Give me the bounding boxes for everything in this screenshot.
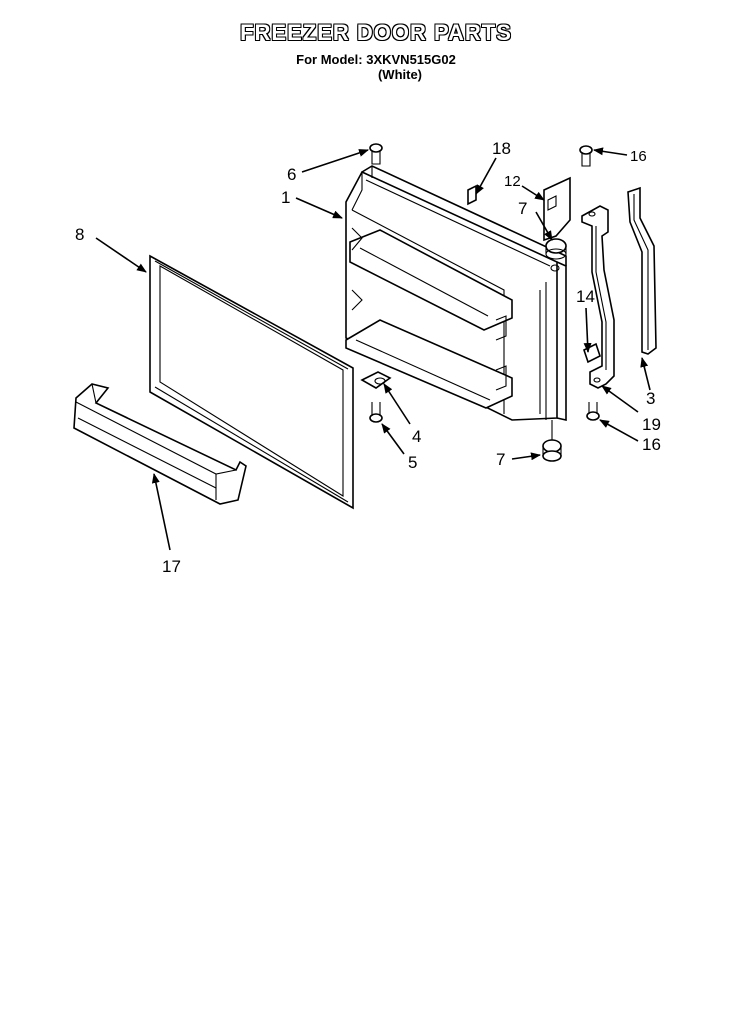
- screw-top: [369, 143, 383, 165]
- callout-7-top: 7: [518, 199, 527, 218]
- callout-8: 8: [75, 225, 84, 244]
- screw-bottom: [369, 402, 383, 423]
- callout-17: 17: [162, 557, 181, 576]
- bushing-bottom: [542, 420, 562, 462]
- door-gasket: [149, 254, 354, 510]
- hinge-washer: [360, 371, 392, 389]
- callout-14: 14: [576, 287, 595, 306]
- leader-lines: [95, 147, 651, 551]
- callout-6: 6: [287, 165, 296, 184]
- door-rail: [73, 383, 247, 505]
- bushing-top: [545, 238, 567, 272]
- callout-4: 4: [412, 427, 421, 446]
- color-note: (White): [377, 67, 423, 82]
- callout-1: 1: [281, 188, 290, 207]
- small-hinge-plate: [583, 342, 601, 364]
- callout-19: 19: [642, 415, 661, 434]
- page-title: FREEZER DOOR PARTS: [240, 20, 512, 45]
- callout-7-bottom: 7: [496, 450, 505, 469]
- screw-bottom-right: [586, 402, 600, 421]
- callout-16-top: 16: [630, 148, 647, 165]
- callout-16-bottom: 16: [642, 435, 661, 454]
- callout-12: 12: [504, 173, 521, 190]
- callout-18: 18: [492, 139, 511, 158]
- model-number: For Model: 3XKVN515G02: [296, 52, 456, 67]
- callout-5: 5: [408, 453, 417, 472]
- door-liner: [345, 165, 567, 421]
- trim-strip: [627, 186, 657, 355]
- screw-top-right: [579, 145, 593, 167]
- callout-3: 3: [646, 389, 655, 408]
- hinge-cover: [467, 184, 477, 206]
- top-hinge-plate: [543, 176, 571, 242]
